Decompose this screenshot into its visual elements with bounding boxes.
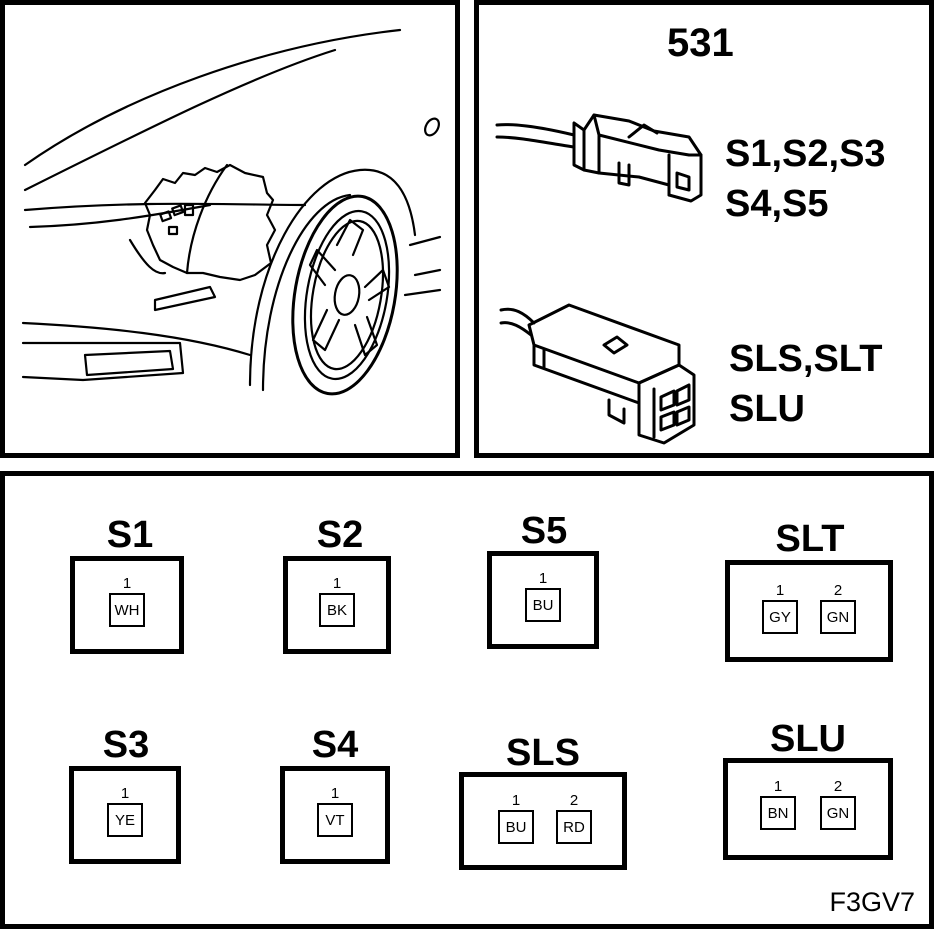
connector-drawings — [495, 113, 703, 445]
connector-s3-name: S3 — [102, 724, 150, 766]
pin-number: 1 — [330, 785, 340, 802]
small-connector-label-2: S4,S5 — [725, 183, 829, 225]
pin-number: 1 — [773, 778, 783, 795]
connector-slu: 1 BN 2 GN — [723, 758, 893, 860]
connector-slu-name: SLU — [770, 718, 846, 760]
connector-s5-name: S5 — [520, 510, 568, 552]
connector-s5: 1 BU — [487, 551, 599, 649]
pin-number: 1 — [511, 792, 521, 809]
pin-wire-color: BU — [498, 810, 534, 844]
pin-number: 2 — [569, 792, 579, 809]
car-location-panel — [0, 0, 460, 458]
connector-s2: 1 BK — [283, 556, 391, 654]
pin-number: 1 — [122, 575, 132, 592]
pin-wire-color: YE — [107, 803, 143, 837]
connector-slt-name: SLT — [775, 518, 845, 560]
pin-number: 1 — [538, 570, 548, 587]
pin-number: 2 — [833, 778, 843, 795]
connector-slt: 1 GY 2 GN — [725, 560, 893, 662]
car-front-illustration — [21, 28, 442, 396]
pin-wire-color: RD — [556, 810, 592, 844]
pin-wire-color: VT — [317, 803, 353, 837]
small-connector-drawing — [495, 113, 703, 203]
pinout-panel: S1 1 WH S2 1 BK S5 1 BU SLT 1 GY 2 GN S3 — [0, 471, 934, 929]
connector-s4-name: S4 — [311, 724, 359, 766]
pin-wire-color: GY — [762, 600, 798, 634]
large-connector-drawing — [499, 303, 696, 445]
pin-number: 1 — [775, 582, 785, 599]
component-number: 531 — [667, 21, 734, 65]
large-connector-label-1: SLS,SLT — [729, 338, 883, 380]
pin-wire-color: GN — [820, 796, 856, 830]
connector-sls: 1 BU 2 RD — [459, 772, 627, 870]
pin-wire-color: GN — [820, 600, 856, 634]
connector-s1-name: S1 — [106, 514, 154, 556]
connector-types-panel: 531 — [474, 0, 934, 458]
connector-s3: 1 YE — [69, 766, 181, 864]
connector-s4: 1 VT — [280, 766, 390, 864]
figure-reference: F3GV7 — [829, 887, 915, 917]
pin-wire-color: WH — [109, 593, 145, 627]
pin-wire-color: BK — [319, 593, 355, 627]
connector-sls-name: SLS — [506, 732, 580, 774]
connector-s1: 1 WH — [70, 556, 184, 654]
pin-number: 1 — [332, 575, 342, 592]
pin-wire-color: BU — [525, 588, 561, 622]
pin-number: 1 — [120, 785, 130, 802]
large-connector-label-2: SLU — [729, 388, 805, 430]
pin-number: 2 — [833, 582, 843, 599]
small-connector-label-1: S1,S2,S3 — [725, 133, 886, 175]
pin-wire-color: BN — [760, 796, 796, 830]
connector-s2-name: S2 — [316, 514, 364, 556]
